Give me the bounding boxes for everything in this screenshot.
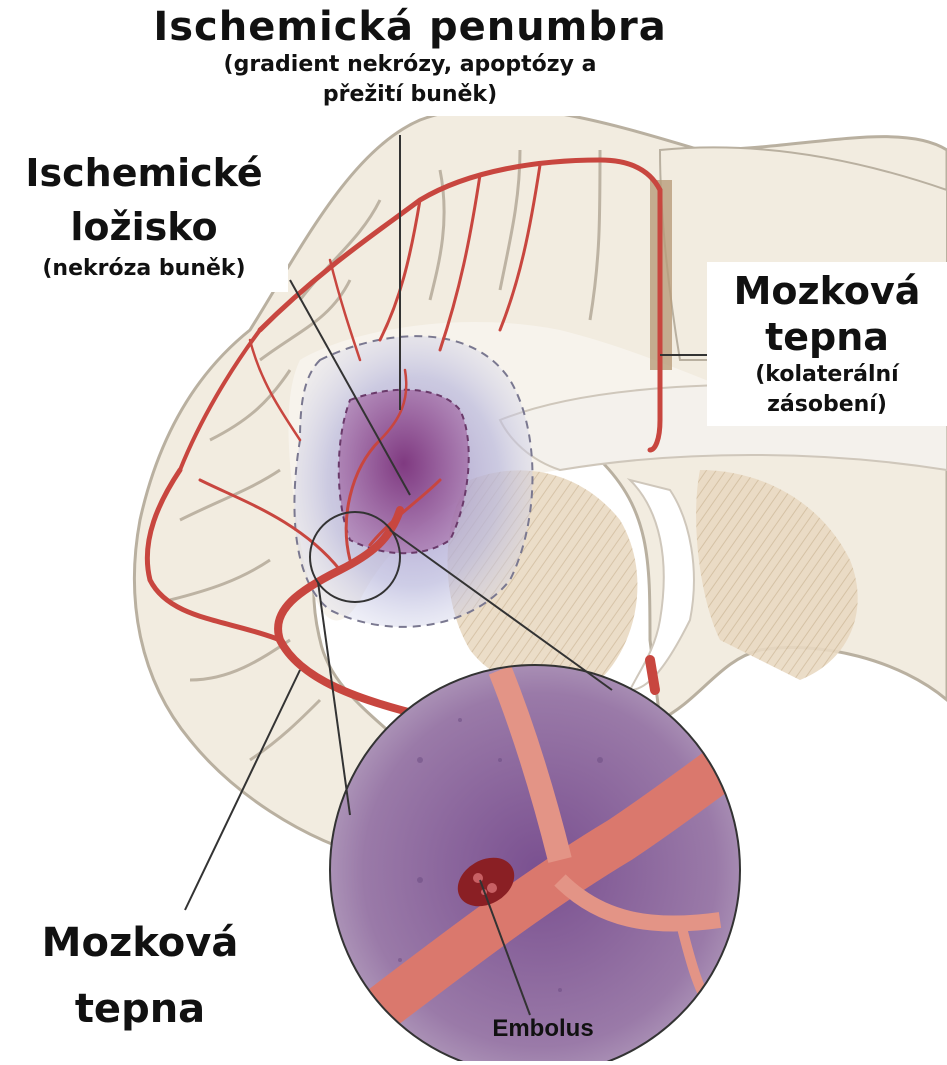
- label-cerebral-artery: Mozková tepna: [20, 910, 260, 1042]
- artery-left-line-1: Mozková: [20, 910, 260, 976]
- penumbra-subtitle-line-1: (gradient nekrózy, apoptózy a: [150, 50, 670, 80]
- artery-right-line-2: tepna: [707, 314, 947, 360]
- artery-right-sub-1: (kolaterální: [707, 360, 947, 390]
- focus-title-line-1: Ischemické: [0, 146, 288, 200]
- label-ischemic-penumbra: Ischemická penumbra (gradient nekrózy, a…: [150, 0, 670, 116]
- label-cerebral-artery-collateral: Mozková tepna (kolaterální zásobení): [707, 262, 947, 426]
- focus-title-line-2: ložisko: [0, 200, 288, 254]
- artery-right-sub-2: zásobení): [707, 390, 947, 420]
- label-embolus: Embolus: [478, 1015, 608, 1043]
- penumbra-title: Ischemická penumbra: [150, 4, 670, 50]
- label-ischemic-focus: Ischemické ložisko (nekróza buněk): [0, 140, 288, 292]
- artery-right-line-1: Mozková: [707, 268, 947, 314]
- artery-left-line-2: tepna: [20, 976, 260, 1042]
- penumbra-subtitle-line-2: přežití buněk): [150, 80, 670, 110]
- focus-subtitle: (nekróza buněk): [0, 254, 288, 284]
